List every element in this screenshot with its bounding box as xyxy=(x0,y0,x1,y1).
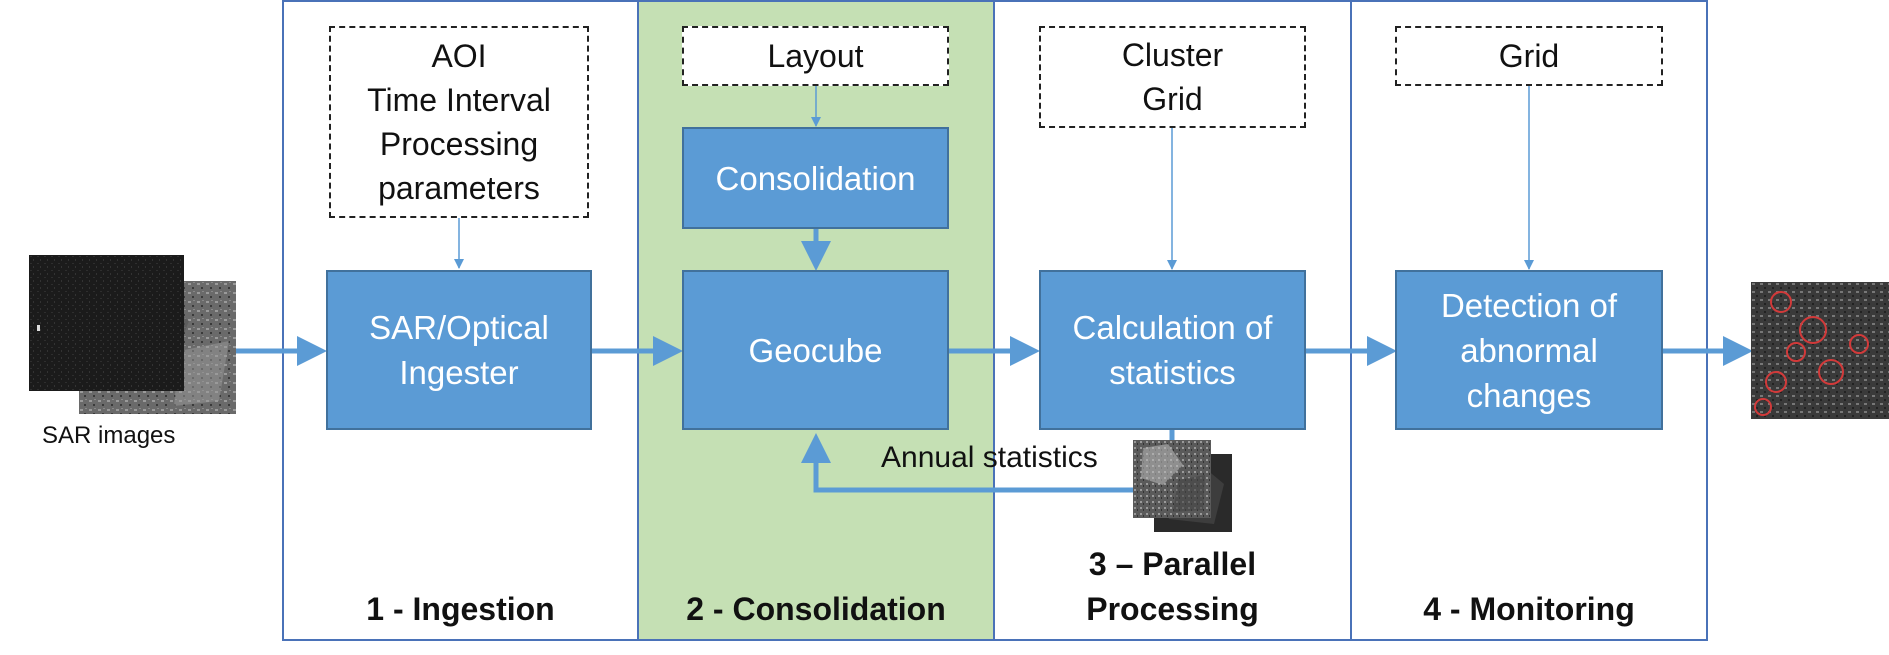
stage-monitoring-title: 4 - Monitoring xyxy=(1423,591,1635,627)
statistics-line-2: statistics xyxy=(1109,354,1236,391)
ingester-line-2: Ingester xyxy=(399,354,519,391)
stage-parallel-processing-title: 3 – Parallel Processing xyxy=(1086,546,1259,627)
geocube-box: Geocube xyxy=(682,270,949,430)
stage-monitoring-panel xyxy=(1350,0,1708,641)
ingester-line-1: SAR/Optical xyxy=(369,309,549,346)
detection-line-3: changes xyxy=(1466,376,1592,414)
detection-line-2: abnormal xyxy=(1460,331,1598,369)
stage-consolidation-title: 2 - Consolidation xyxy=(686,591,946,627)
param-processing: Processing xyxy=(379,126,539,162)
consolidation-label: Consolidation xyxy=(715,159,916,197)
stage-ingestion-title: 1 - Ingestion xyxy=(366,591,555,627)
detection-line-1: Detection of xyxy=(1440,286,1618,324)
param-time-interval: Time Interval xyxy=(367,82,551,118)
calculation-of-statistics-box: Calculation of statistics xyxy=(1039,270,1306,430)
param-parameters: parameters xyxy=(378,170,540,206)
ingestion-parameters-box: AOI Time Interval Processing parameters xyxy=(329,26,589,218)
statistics-image-front xyxy=(1133,440,1211,518)
detection-of-abnormal-changes-box: Detection of abnormal changes xyxy=(1395,270,1663,430)
param-aoi: AOI xyxy=(431,38,487,74)
geocube-label: Geocube xyxy=(748,331,883,369)
sar-optical-ingester-box: SAR/Optical Ingester xyxy=(326,270,592,430)
param-cluster: Cluster xyxy=(1121,37,1224,73)
sar-images-label: SAR images xyxy=(42,422,176,449)
param-layout: Layout xyxy=(767,38,864,74)
sar-image-front xyxy=(29,255,184,391)
output-change-map-image xyxy=(1751,282,1889,419)
param-grid-monitoring: Grid xyxy=(1498,38,1560,74)
param-grid: Grid xyxy=(1142,81,1203,117)
statistics-line-1: Calculation of xyxy=(1072,309,1273,346)
layout-parameter-box: Layout xyxy=(682,26,949,86)
annual-statistics-label: Annual statistics xyxy=(881,441,1098,474)
grid-parameter-box: Grid xyxy=(1395,26,1663,86)
cluster-grid-parameter-box: Cluster Grid xyxy=(1039,26,1306,128)
consolidation-box: Consolidation xyxy=(682,127,949,229)
